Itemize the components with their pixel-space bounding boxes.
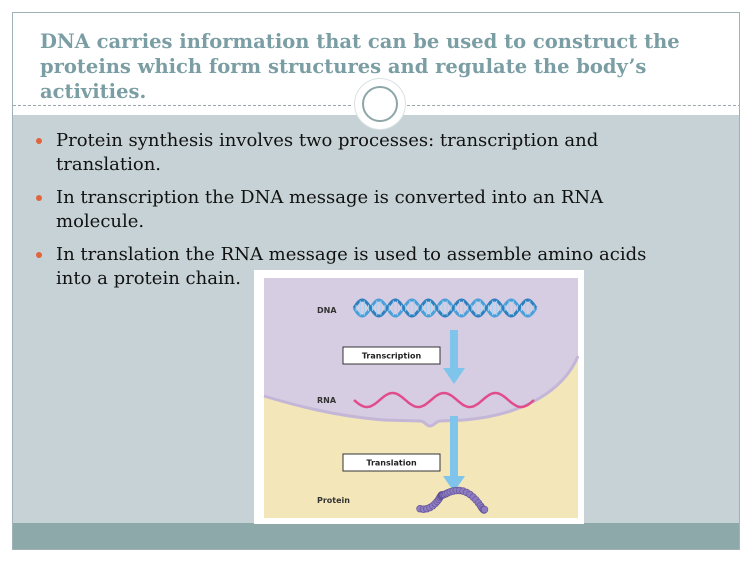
bullet-text: In transcription the DNA message is conv…: [56, 187, 604, 232]
transcription-label: Transcription: [362, 352, 422, 361]
bullet-text: In translation the RNA message is used t…: [56, 244, 647, 289]
bullet-item: In transcription the DNA message is conv…: [36, 186, 676, 234]
protein-synthesis-figure: Transcription Translation DNA RNA Protei…: [254, 270, 584, 524]
bullet-dot-icon: [36, 252, 42, 258]
rna-strand-icon: [353, 391, 535, 409]
circle-ornament-icon: [355, 79, 405, 129]
dna-label: DNA: [317, 306, 337, 315]
slide-title: DNA carries information that can be used…: [40, 30, 680, 103]
arrow-down-icon: [443, 330, 465, 384]
dna-strand-b: [352, 298, 538, 318]
protein-synthesis-diagram: Transcription Translation DNA RNA Protei…: [263, 278, 580, 518]
protein-chain-icon: [416, 486, 489, 514]
title-divider-left: [13, 105, 351, 106]
dna-strand-a: [352, 298, 538, 318]
transcription-box: [342, 346, 441, 365]
bullet-item: Protein synthesis involves two processes…: [36, 129, 676, 177]
rna-label: RNA: [317, 396, 337, 405]
circle-ring: [362, 86, 398, 122]
amino-acid-bead: [480, 505, 489, 514]
dna-helix-icon: [352, 298, 538, 318]
protein-label: Protein: [317, 496, 350, 505]
footer-band: [13, 523, 739, 549]
translation-label: Translation: [366, 459, 417, 468]
translation-box: [342, 453, 441, 472]
bullet-text: Protein synthesis involves two processes…: [56, 130, 599, 175]
bullet-list: Protein synthesis involves two processes…: [36, 129, 676, 300]
bullet-item: In translation the RNA message is used t…: [36, 243, 676, 291]
dna-rungs: [355, 300, 535, 316]
title-divider-right: [407, 105, 739, 106]
bullet-dot-icon: [36, 195, 42, 201]
bullet-dot-icon: [36, 138, 42, 144]
arrow-down-icon: [443, 416, 465, 492]
